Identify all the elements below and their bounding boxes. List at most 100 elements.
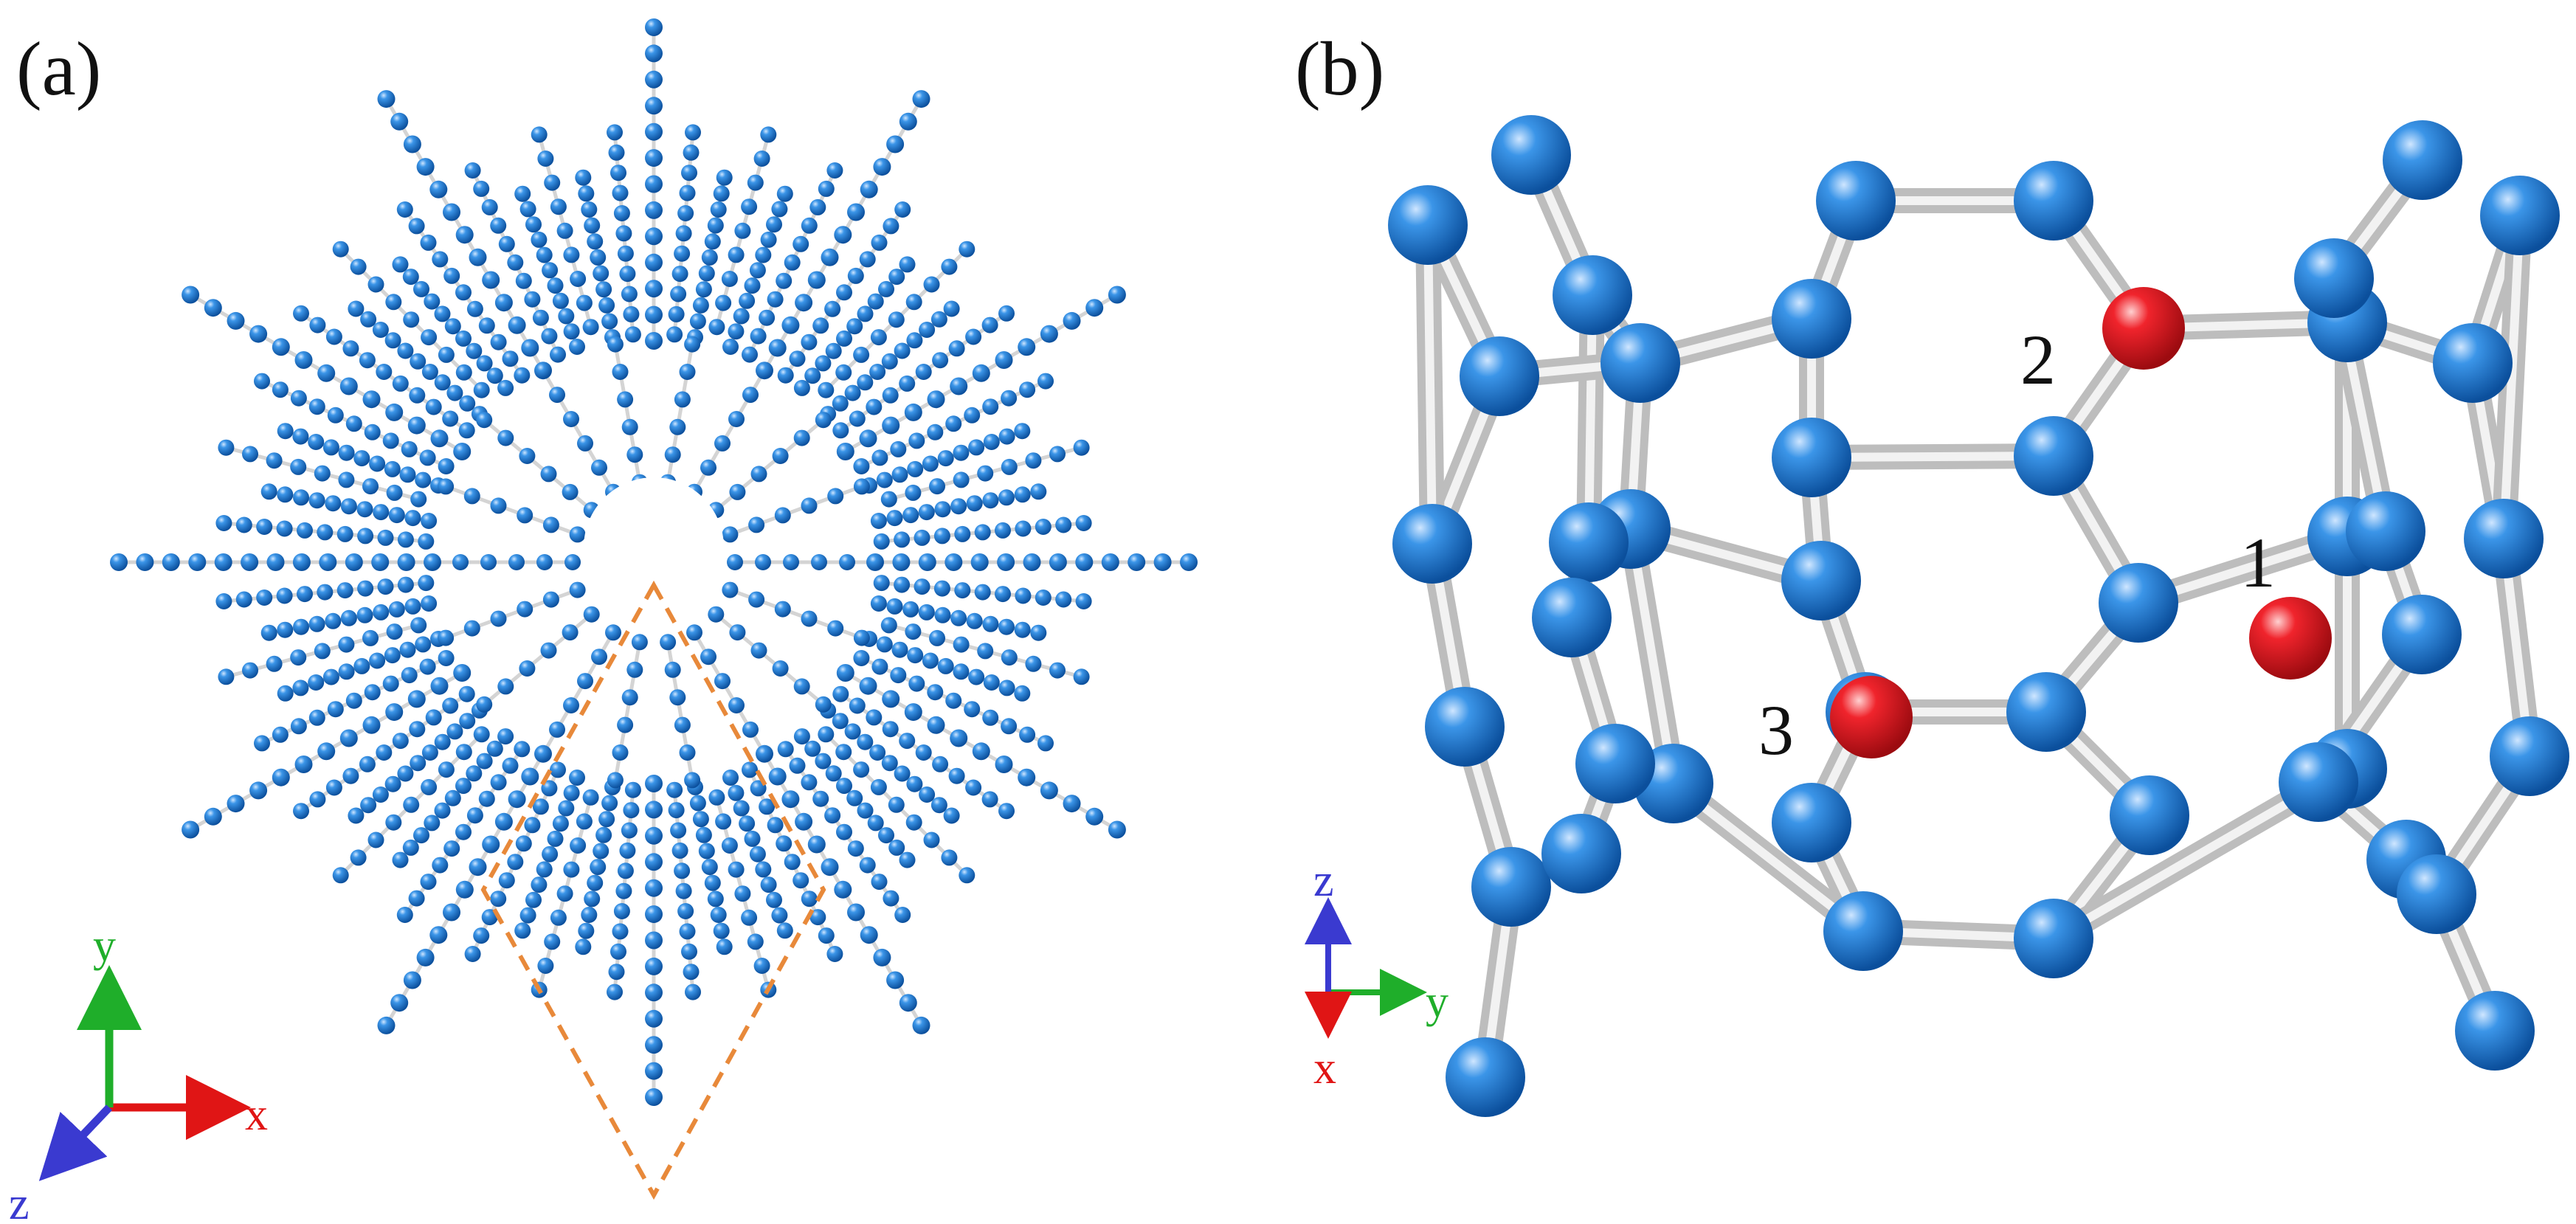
carbon-atom <box>871 449 888 466</box>
carbon-atom <box>959 241 976 257</box>
carbon-atom <box>421 329 438 346</box>
carbon-atom <box>953 444 970 461</box>
carbon-atom <box>322 439 339 456</box>
carbon-atom <box>473 927 490 944</box>
carbon-atom <box>617 391 634 408</box>
carbon-atom <box>905 814 922 831</box>
carbon-atom <box>569 526 586 543</box>
carbon-atom <box>360 797 377 814</box>
carbon-atom <box>1153 553 1172 571</box>
carbon-atom <box>783 554 799 570</box>
carbon-atom <box>953 663 970 680</box>
carbon-atom <box>878 827 894 844</box>
carbon-atom <box>1063 311 1081 330</box>
carbon-atom <box>683 144 700 161</box>
carbon-atom <box>182 820 200 839</box>
carbon-atom <box>645 957 663 975</box>
carbon-atom <box>536 246 553 263</box>
carbon-atom <box>891 641 908 658</box>
carbon-atom <box>1460 336 1539 416</box>
carbon-atom <box>478 790 495 807</box>
carbon-atom <box>1025 655 1042 672</box>
carbon-atom <box>832 685 849 702</box>
carbon-atom <box>1018 768 1036 786</box>
carbon-atom <box>934 501 951 518</box>
carbon-atom <box>727 554 743 570</box>
carbon-atom <box>598 811 615 828</box>
carbon-atom <box>750 466 767 483</box>
carbon-atom <box>793 379 810 396</box>
carbon-atom <box>981 317 998 333</box>
carbon-atom <box>713 922 730 939</box>
carbon-atom <box>612 364 629 380</box>
carbon-atom <box>438 629 455 646</box>
carbon-atom <box>741 909 758 926</box>
carbon-atom <box>883 218 899 235</box>
carbon-atom <box>750 328 767 345</box>
carbon-atom <box>998 305 1015 322</box>
carbon-atom <box>645 332 663 350</box>
carbon-atom <box>870 778 887 795</box>
carbon-atom <box>899 375 916 392</box>
carbon-atom <box>401 440 418 457</box>
carbon-atom <box>581 201 598 218</box>
carbon-atom <box>466 300 483 317</box>
carbon-atom <box>309 317 326 333</box>
carbon-atom <box>1055 516 1072 533</box>
carbon-atom <box>888 269 905 286</box>
carbon-atom <box>2110 775 2189 855</box>
carbon-atom <box>742 761 758 778</box>
carbon-atom <box>249 781 268 800</box>
carbon-atom <box>290 718 307 735</box>
carbon-atom <box>376 744 393 761</box>
carbon-atom <box>607 336 624 353</box>
highlighted-atom <box>1830 676 1913 758</box>
carbon-atom <box>768 767 787 786</box>
carbon-atom <box>766 891 782 908</box>
carbon-atom <box>612 184 629 201</box>
carbon-atom <box>469 858 487 876</box>
carbon-atom <box>1549 502 1629 582</box>
carbon-atom <box>362 390 381 409</box>
carbon-atom <box>369 652 386 669</box>
carbon-atom <box>317 584 334 601</box>
carbon-atom <box>932 352 949 369</box>
carbon-atom <box>342 767 359 784</box>
carbon-atom <box>729 624 746 641</box>
carbon-atom <box>1037 373 1054 390</box>
carbon-atom <box>317 524 334 541</box>
carbon-atom <box>549 721 565 738</box>
carbon-atom <box>749 262 766 279</box>
carbon-atom <box>972 364 990 382</box>
carbon-atom <box>608 144 625 161</box>
carbon-atom <box>870 595 887 612</box>
carbon-atom <box>1075 593 1092 609</box>
carbon-atom <box>386 484 403 501</box>
carbon-atom <box>937 657 954 674</box>
carbon-atom <box>899 256 916 273</box>
carbon-atom <box>136 553 154 571</box>
carbon-atom <box>945 692 962 709</box>
carbon-atom <box>708 789 725 806</box>
carbon-atom <box>894 342 911 359</box>
carbon-atom <box>835 364 852 381</box>
carbon-atom <box>218 439 235 456</box>
carbon-atom <box>292 553 311 571</box>
carbon-atom <box>385 294 402 311</box>
carbon-atom <box>869 744 886 761</box>
axis-y-label: y <box>93 921 116 971</box>
carbon-atom <box>714 673 731 690</box>
carbon-atom <box>922 652 939 669</box>
carbon-atom <box>464 946 481 962</box>
carbon-atom <box>476 753 493 770</box>
panel-a: (a) x y z <box>9 18 1198 1224</box>
carbon-atom <box>624 781 641 798</box>
carbon-atom <box>384 647 401 664</box>
carbon-atom <box>728 784 745 801</box>
carbon-atom <box>621 822 638 839</box>
carbon-atom <box>494 812 513 831</box>
carbon-atom <box>772 660 789 677</box>
carbon-atom <box>847 267 864 284</box>
carbon-atom <box>410 755 427 772</box>
